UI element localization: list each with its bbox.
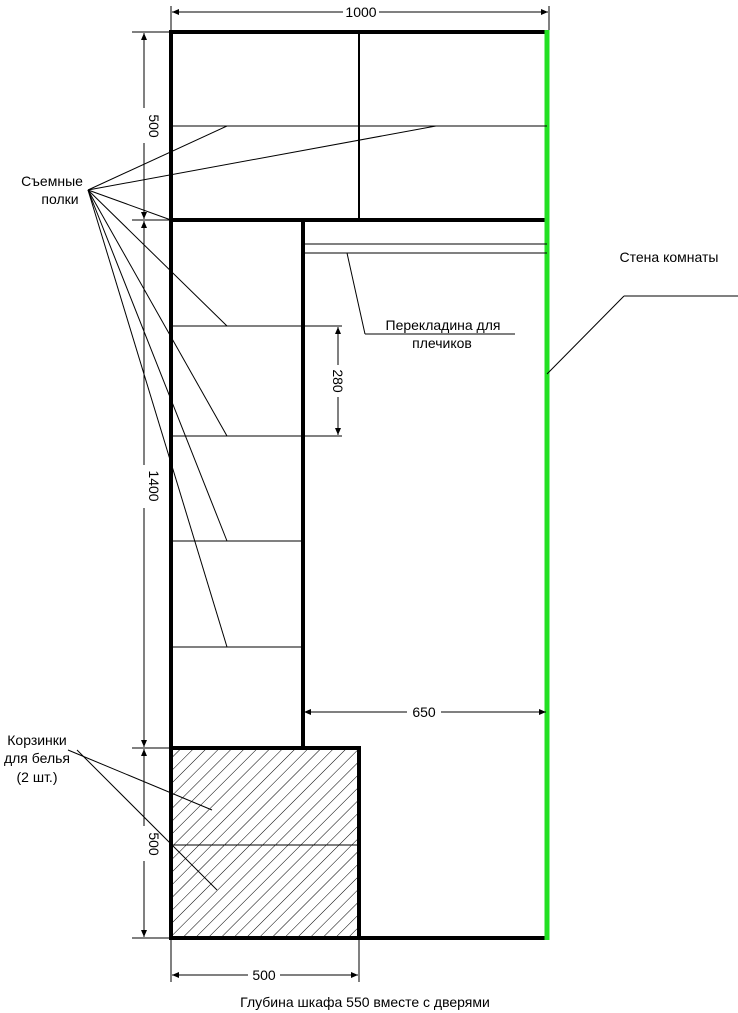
dim-left-chain (132, 31, 169, 939)
dim-total-width (170, 6, 550, 30)
rail-leader (346, 252, 515, 335)
baskets-leaders (67, 749, 218, 891)
baskets-label-line2: для белья (4, 750, 70, 766)
wall-leader (546, 295, 738, 375)
wall-label: Стена комнаты (620, 249, 719, 265)
rail-label-line2: плечиков (412, 335, 472, 351)
depth-caption: Глубина шкафа 550 вместе с дверями (240, 994, 490, 1010)
dim-bottom-width-label: 500 (252, 967, 276, 983)
dim-shelf-spacing-label: 280 (330, 369, 346, 393)
dim-total-width-label: 1000 (345, 4, 376, 20)
dim-bottom-width (170, 940, 360, 982)
dim-top-height-label: 500 (146, 114, 162, 138)
baskets-label-line3: (2 шт.) (17, 769, 58, 785)
shelves-label-line2: полки (41, 191, 78, 207)
rail-label-line1: Перекладина для (386, 317, 501, 333)
dim-shelf-spacing (303, 325, 342, 437)
baskets-hatch (171, 748, 359, 938)
baskets-label-line1: Корзинки (7, 732, 67, 748)
dim-bottom-height-label: 500 (146, 832, 162, 856)
dim-middle-height-label: 1400 (146, 470, 162, 501)
dim-hanging-width-label: 650 (412, 704, 436, 720)
shelves-label-line1: Съемные (21, 173, 83, 189)
shelves-leaders (87, 125, 437, 648)
